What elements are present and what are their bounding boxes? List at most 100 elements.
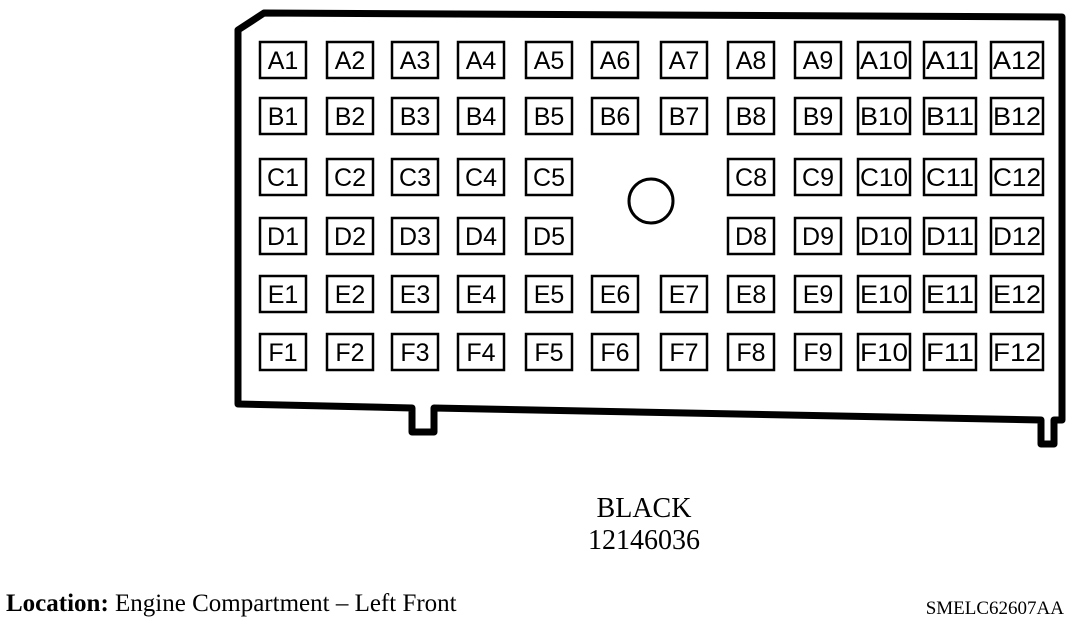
cavity-box	[856, 274, 912, 314]
cavity-label: B2	[335, 103, 366, 131]
cavity-label: A5	[534, 47, 565, 75]
cavity-box	[325, 40, 375, 80]
cavity-label: F2	[335, 339, 364, 367]
cavity-a12: A12	[989, 40, 1045, 80]
cavity-e6: E6	[590, 274, 640, 314]
cavity-b7: B7	[659, 96, 709, 136]
cavity-label: C12	[993, 164, 1041, 192]
location-line: Location: Engine Compartment – Left Fron…	[6, 590, 457, 618]
cavity-box	[922, 96, 978, 136]
cavity-box	[258, 274, 308, 314]
cavity-label: C1	[267, 164, 299, 192]
cavity-box	[989, 157, 1045, 197]
connector-part-number: 12146036	[588, 525, 700, 556]
cavity-d2: D2	[325, 216, 375, 256]
cavity-box	[726, 274, 776, 314]
cavity-label: C5	[533, 164, 565, 192]
cavity-e1: E1	[258, 274, 308, 314]
cavity-box	[726, 40, 776, 80]
cavity-label: A4	[466, 47, 497, 75]
cavity-box	[258, 96, 308, 136]
cavity-d8: D8	[726, 216, 776, 256]
cavity-label: B3	[400, 103, 431, 131]
cavity-d10: D10	[856, 216, 912, 256]
cavity-f1: F1	[258, 332, 308, 372]
cavity-a3: A3	[390, 40, 440, 80]
cavity-label: E10	[860, 281, 908, 309]
cavity-a9: A9	[793, 40, 843, 80]
cavity-box	[856, 96, 912, 136]
cavity-box	[922, 40, 978, 80]
cavity-c8: C8	[726, 157, 776, 197]
cavity-box	[989, 274, 1045, 314]
cavity-f8: F8	[726, 332, 776, 372]
cavity-box	[989, 96, 1045, 136]
cavity-box	[524, 274, 574, 314]
cavity-box	[856, 332, 912, 372]
cavity-box	[456, 274, 506, 314]
cavity-d4: D4	[456, 216, 506, 256]
cavity-a11: A11	[922, 40, 978, 80]
cavity-d11: D11	[922, 216, 978, 256]
cavity-box	[524, 157, 574, 197]
cavity-label: A2	[335, 47, 366, 75]
cavity-box	[456, 332, 506, 372]
cavity-box	[726, 216, 776, 256]
cavity-label: A1	[268, 47, 299, 75]
cavity-box	[922, 274, 978, 314]
cavity-f12: F12	[989, 332, 1045, 372]
cavity-box	[922, 157, 978, 197]
cavity-label: E11	[926, 281, 974, 309]
cavity-box	[390, 274, 440, 314]
cavity-label: A3	[400, 47, 431, 75]
cavity-label: E5	[534, 281, 565, 309]
cavity-c12: C12	[989, 157, 1045, 197]
cavity-b10: B10	[856, 96, 912, 136]
cavity-box	[524, 216, 574, 256]
cavity-box	[856, 157, 912, 197]
cavity-box	[989, 216, 1045, 256]
cavity-label: E1	[268, 281, 299, 309]
cavity-box	[390, 96, 440, 136]
cavity-c10: C10	[856, 157, 912, 197]
cavity-label: E9	[803, 281, 834, 309]
cavity-d9: D9	[793, 216, 843, 256]
cavity-c2: C2	[325, 157, 375, 197]
cavity-f7: F7	[659, 332, 709, 372]
cavity-box	[524, 96, 574, 136]
cavity-f6: F6	[590, 332, 640, 372]
cavity-box	[390, 332, 440, 372]
cavity-box	[922, 216, 978, 256]
cavity-label: B1	[268, 103, 299, 131]
cavity-b4: B4	[456, 96, 506, 136]
cavity-label: F1	[268, 339, 297, 367]
cavity-label: C11	[926, 164, 974, 192]
cavity-box	[659, 274, 709, 314]
cavity-label: D11	[926, 223, 974, 251]
cavity-box	[325, 274, 375, 314]
cavity-label: B4	[466, 103, 497, 131]
location-label: Location:	[6, 590, 109, 617]
cavity-b12: B12	[989, 96, 1045, 136]
cavity-label: D1	[267, 223, 299, 251]
cavity-box	[456, 96, 506, 136]
cavity-a1: A1	[258, 40, 308, 80]
cavity-e11: E11	[922, 274, 978, 314]
cavity-box	[590, 96, 640, 136]
cavity-label: D12	[993, 223, 1041, 251]
cavity-e3: E3	[390, 274, 440, 314]
cavity-label: D5	[533, 223, 565, 251]
cavity-d3: D3	[390, 216, 440, 256]
cavity-f4: F4	[456, 332, 506, 372]
cavity-b6: B6	[590, 96, 640, 136]
cavity-box	[793, 40, 843, 80]
cavity-label: E4	[466, 281, 497, 309]
cavity-a2: A2	[325, 40, 375, 80]
cavity-a7: A7	[659, 40, 709, 80]
cavity-d12: D12	[989, 216, 1045, 256]
cavity-label: E2	[335, 281, 366, 309]
cavity-f3: F3	[390, 332, 440, 372]
cavity-label: E8	[736, 281, 767, 309]
cavity-box	[922, 332, 978, 372]
